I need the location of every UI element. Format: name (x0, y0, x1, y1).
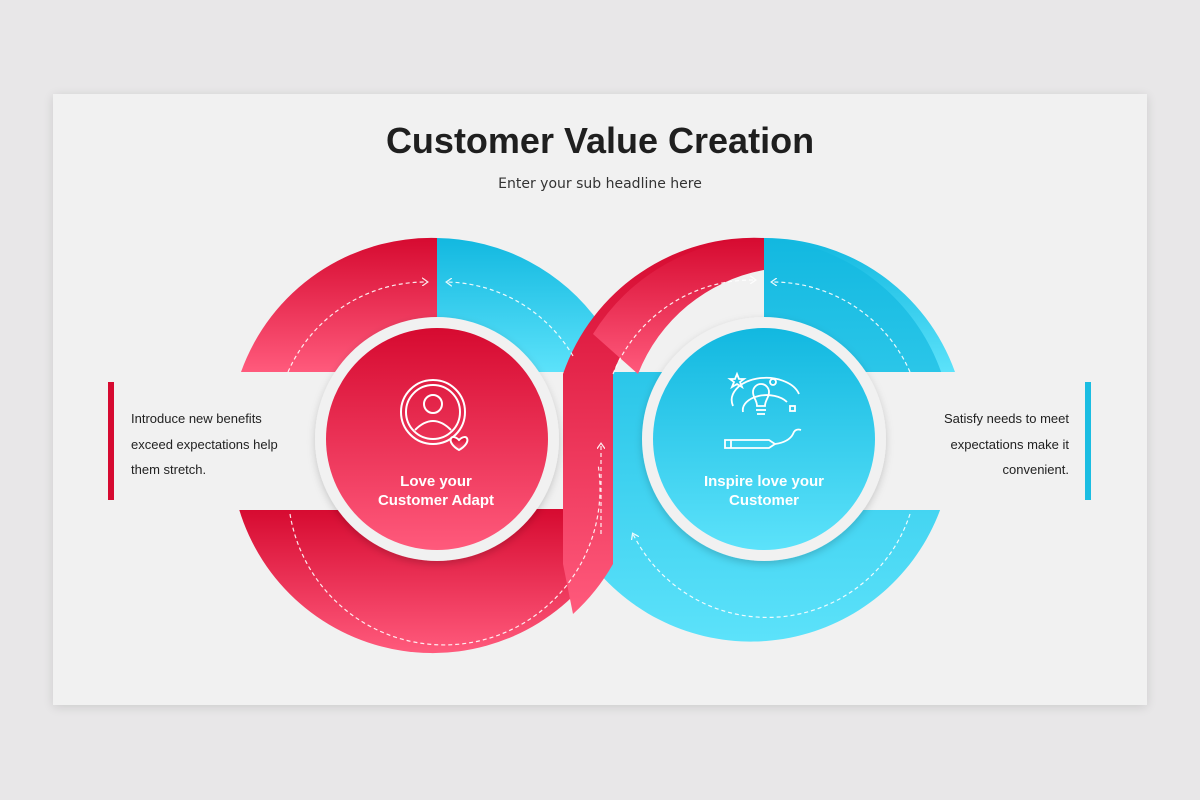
right-description: Satisfy needs to meet expectations make … (903, 406, 1069, 483)
right-inner-circle (653, 328, 875, 550)
left-label-line1: Love your (400, 473, 472, 490)
left-circle-label: Love your Customer Adapt (336, 472, 536, 510)
right-circle-label: Inspire love your Customer (664, 472, 864, 510)
right-description-line: expectations make it (950, 436, 1069, 452)
person-heart-icon (400, 379, 469, 452)
right-label-line1: Inspire love your (703, 473, 825, 490)
page-title: Customer Value Creation (385, 120, 815, 161)
right-text-band (858, 372, 1088, 510)
left-accent-bar (108, 382, 114, 500)
left-description-line: exceed expectations help (131, 436, 278, 452)
idea-lightbulb-icon (724, 371, 802, 449)
right-description-line: Satisfy needs to meet (943, 411, 1069, 426)
subtitle: Enter your sub headline here (498, 176, 702, 192)
right-ring-red-quadrant (593, 238, 764, 374)
value-cycle-diagram (113, 237, 1088, 654)
left-description-line: them stretch. (131, 462, 207, 477)
left-description: Introduce new benefits exceed expectatio… (131, 406, 321, 483)
flow-arrows (287, 280, 911, 646)
right-label-line2: Customer (728, 492, 799, 509)
right-description-line: convenient. (1002, 462, 1070, 477)
left-description-line: Introduce new benefits (131, 411, 262, 426)
left-label-line2: Customer Adapt (377, 492, 495, 509)
right-accent-bar (1085, 382, 1091, 500)
left-text-band (113, 372, 343, 510)
slide: Customer Value Creation Enter your sub h… (53, 94, 1147, 705)
